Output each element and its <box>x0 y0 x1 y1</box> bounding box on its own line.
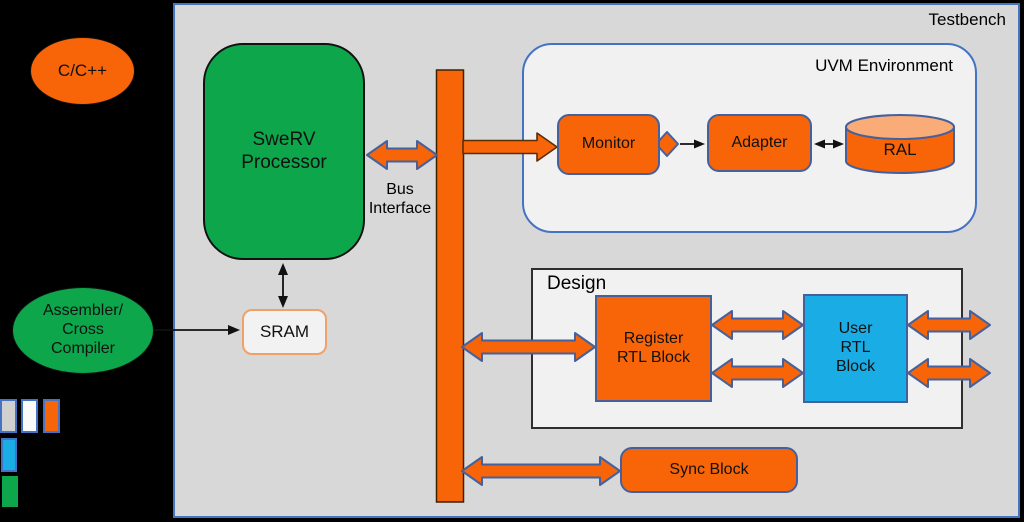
swerv-processor-label: SweRV Processor <box>241 129 327 173</box>
user-rtl-label: User RTL Block <box>835 320 876 375</box>
legend-white-swatch <box>21 399 38 433</box>
c-cpp-label: C/C++ <box>57 60 108 80</box>
uvm-environment-title: UVM Environment <box>815 56 953 75</box>
legend-cyan-swatch <box>1 438 17 472</box>
testbench-title: Testbench <box>928 10 1007 29</box>
c-cpp-ellipse: C/C++ <box>30 37 135 105</box>
assembler-label: Assembler/ Cross Compiler <box>42 302 124 357</box>
adapter-label: Adapter <box>731 133 788 151</box>
sync-block-label: Sync Block <box>669 460 749 478</box>
monitor-label: Monitor <box>581 135 636 153</box>
adapter-block: Adapter <box>707 114 812 172</box>
sram-block: SRAM <box>242 309 327 355</box>
bus-interface-label: Bus Interface <box>368 181 432 217</box>
register-rtl-block: Register RTL Block <box>595 295 712 402</box>
design-title: Design <box>547 273 607 294</box>
sync-block: Sync Block <box>620 447 798 493</box>
ral-label-text: RAL <box>883 139 917 159</box>
register-rtl-label: Register RTL Block <box>617 329 690 366</box>
user-rtl-block: User RTL Block <box>803 294 908 403</box>
ral-label: RAL <box>846 131 954 169</box>
sram-label: SRAM <box>259 321 310 341</box>
monitor-block: Monitor <box>557 114 660 175</box>
legend-green-swatch <box>2 476 18 507</box>
legend-gray-swatch <box>0 399 17 433</box>
swerv-processor-block: SweRV Processor <box>203 43 365 260</box>
assembler-ellipse: Assembler/ Cross Compiler <box>12 287 154 374</box>
legend-orange-swatch <box>43 399 60 433</box>
